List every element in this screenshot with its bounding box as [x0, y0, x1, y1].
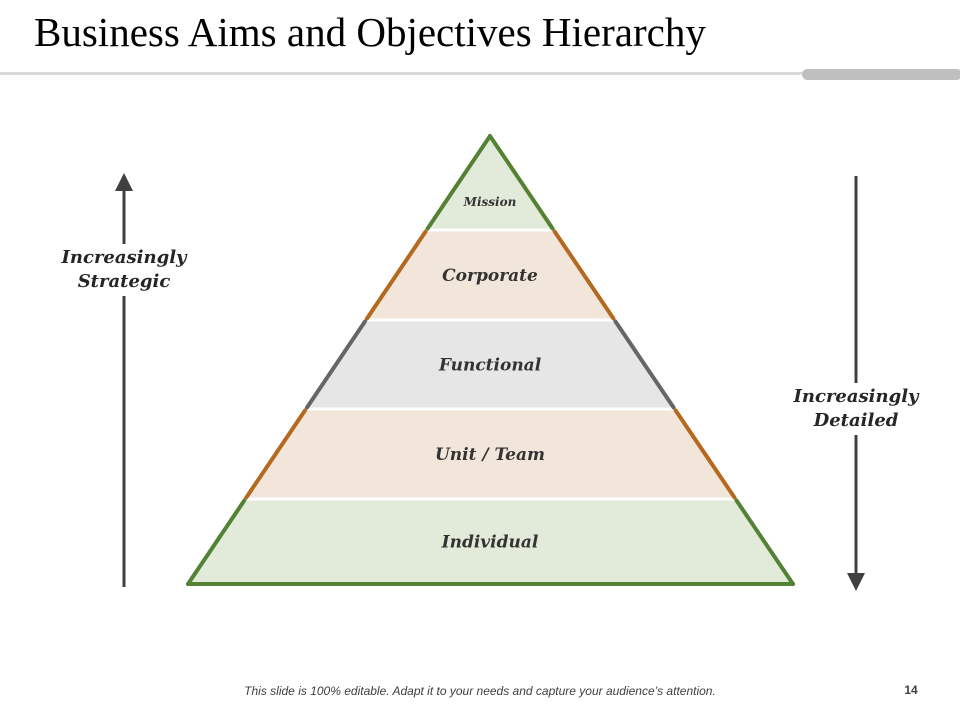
- pyramid-edge-right-4: [673, 408, 737, 500]
- pyramid-level-5: [188, 500, 793, 584]
- title-divider-accent: [802, 69, 960, 80]
- pyramid-level-2: [366, 231, 614, 319]
- pyramid-edge-left-4: [244, 408, 307, 500]
- pyramid-edge-right-5: [734, 498, 795, 586]
- pyramid-edge-left-1: [425, 134, 492, 231]
- pyramid-level-4: [246, 410, 735, 498]
- pyramid-level-label: Mission: [463, 195, 517, 209]
- pyramid-edge-left-5: [186, 498, 247, 586]
- pyramid-level-1: [427, 136, 553, 229]
- pyramid-level-label: Functional: [438, 356, 542, 376]
- pyramid-level-label: Individual: [441, 533, 539, 553]
- pyramid-edge-left-3: [304, 319, 367, 410]
- strategic-label-line1: Increasingly: [61, 247, 187, 268]
- strategic-label-line2: Strategic: [77, 271, 171, 292]
- title-divider: [0, 72, 960, 75]
- pyramid-level-3: [306, 321, 674, 408]
- footer-note: This slide is 100% editable. Adapt it to…: [244, 684, 716, 698]
- pyramid-edge-right-1: [488, 134, 555, 231]
- detailed-label: Increasingly Detailed: [776, 383, 936, 435]
- strategic-label: Increasingly Strategic: [44, 244, 204, 296]
- page-number: 14: [904, 683, 918, 697]
- detailed-label-line1: Increasingly: [793, 386, 919, 407]
- pyramid-edge-right-3: [613, 319, 676, 410]
- pyramid-level-label: Unit / Team: [435, 445, 545, 465]
- detailed-label-line2: Detailed: [813, 410, 899, 431]
- page-title: Business Aims and Objectives Hierarchy: [34, 9, 706, 55]
- pyramid-edge-left-2: [364, 229, 428, 321]
- pyramid-level-label: Corporate: [442, 266, 538, 286]
- pyramid-edge-right-2: [552, 229, 616, 321]
